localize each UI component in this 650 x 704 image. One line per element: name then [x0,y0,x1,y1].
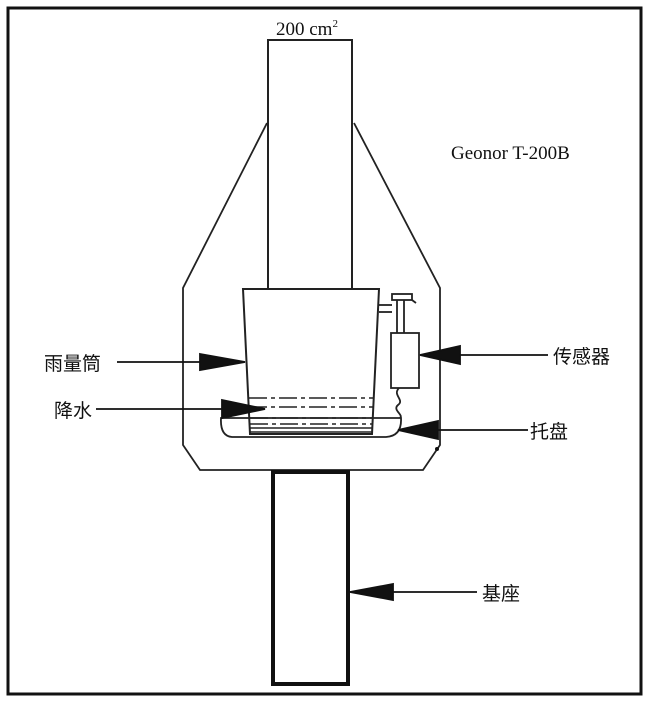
arrow-tray [397,419,439,441]
orifice-area-value: 200 cm [276,19,333,40]
leader-lines [96,344,548,602]
label-base: 基座 [482,583,521,605]
arrow-sensor [419,344,461,366]
housing-latch [435,447,439,451]
label-sensor: 传感器 [553,346,611,368]
label-gauge-bucket: 雨量筒 [44,353,102,375]
sensor [379,293,420,419]
orifice-area-label: 200 cm2 [276,18,338,41]
label-tray: 托盘 [530,421,569,443]
arrow-bucket [199,352,246,372]
inlet-tube [267,39,353,291]
tray [220,417,402,438]
base-post [271,470,350,686]
outer-frame [6,6,643,696]
model-title: Geonor T-200B [451,143,570,164]
orifice-area-superscript: 2 [332,18,338,30]
arrow-base [349,582,394,602]
label-precipitation: 降水 [54,400,93,422]
gauge-bucket [241,288,381,435]
arrow-precipitation [221,398,266,420]
